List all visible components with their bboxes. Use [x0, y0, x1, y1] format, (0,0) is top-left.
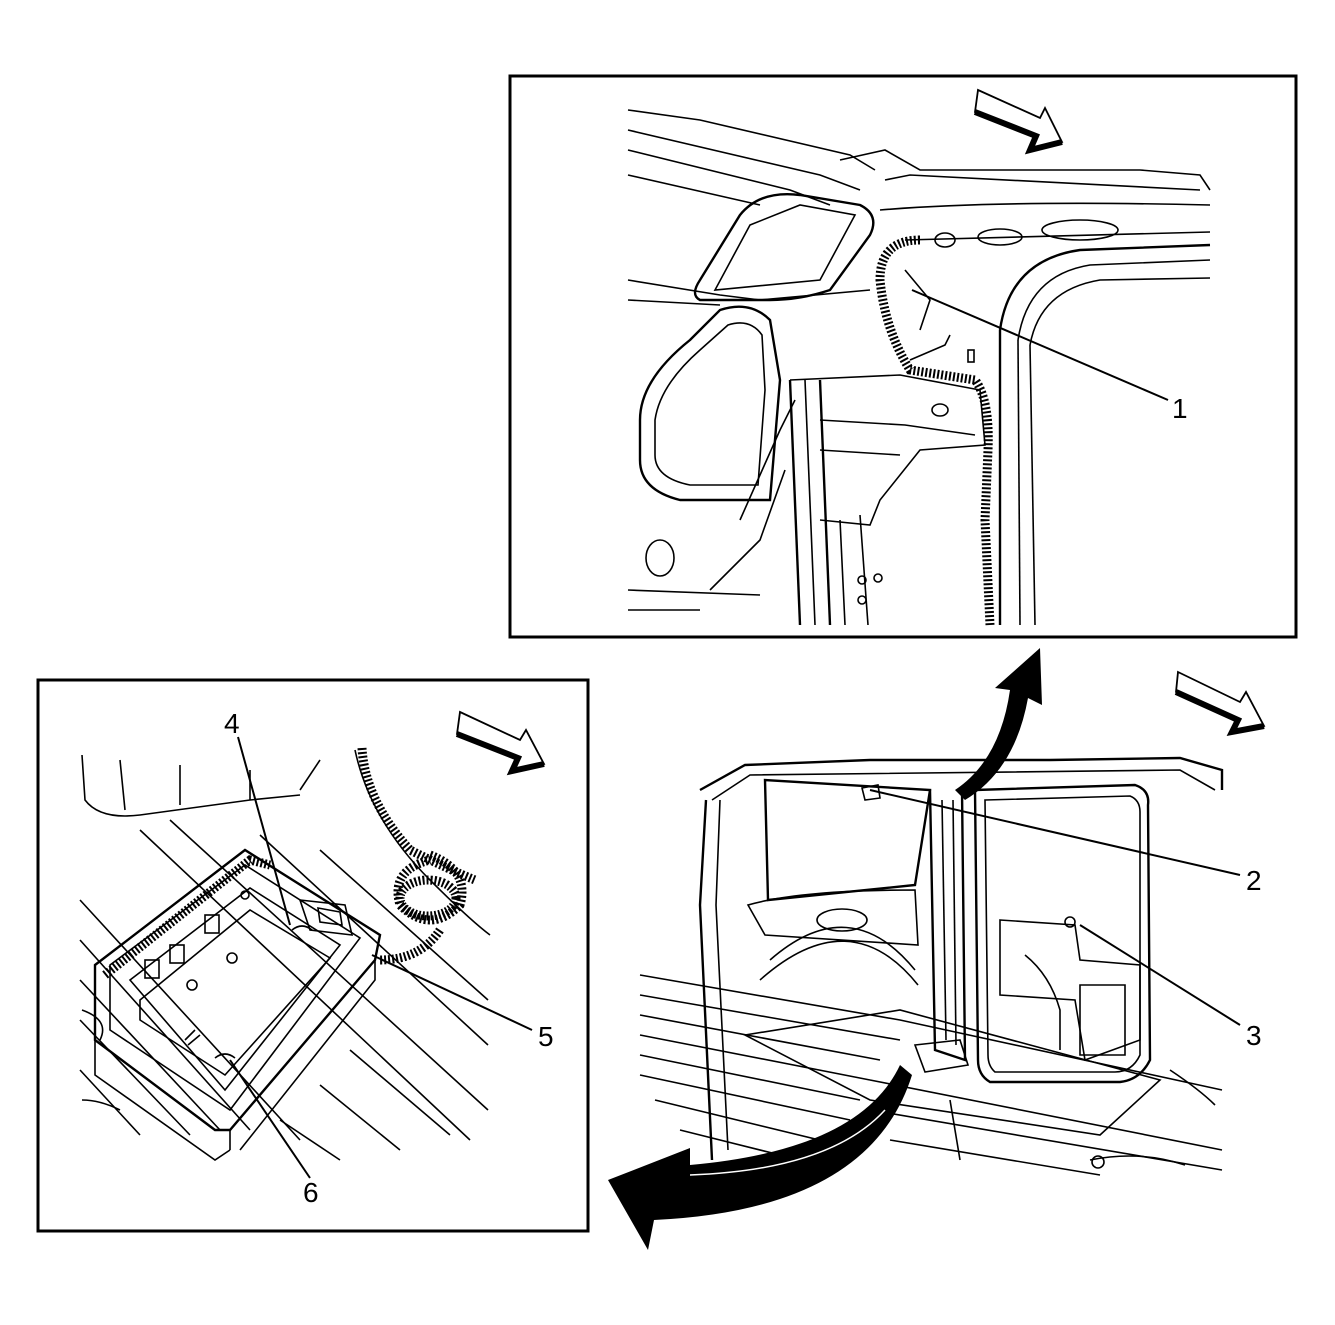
upper-detail-panel [508, 74, 1298, 639]
callout-6-label: 6 [303, 1177, 319, 1208]
callout-5: 5 [371, 954, 554, 1052]
lower-detail-front-arrow-icon [455, 710, 546, 776]
callout-1-label: 1 [1172, 393, 1188, 424]
callout-5-label: 5 [538, 1021, 554, 1052]
detail-view-arrow-icon-upper [955, 648, 1042, 800]
callout-3: 3 [1079, 924, 1262, 1051]
callout-4: 4 [224, 708, 291, 926]
detail-view-arrow-icon-lower [608, 1065, 912, 1250]
callout-2-label: 2 [1246, 865, 1262, 896]
callout-6: 6 [229, 1059, 319, 1208]
callout-4-label: 4 [224, 708, 240, 739]
main-vehicle-view [639, 756, 1224, 1176]
callout-2: 2 [861, 784, 1262, 896]
callout-3-label: 3 [1246, 1020, 1262, 1051]
front-direction-arrow-icon [1174, 670, 1266, 737]
upper-detail-front-arrow-icon [973, 88, 1064, 155]
lower-detail-panel [36, 678, 590, 1233]
callout-1: 1 [911, 289, 1188, 424]
